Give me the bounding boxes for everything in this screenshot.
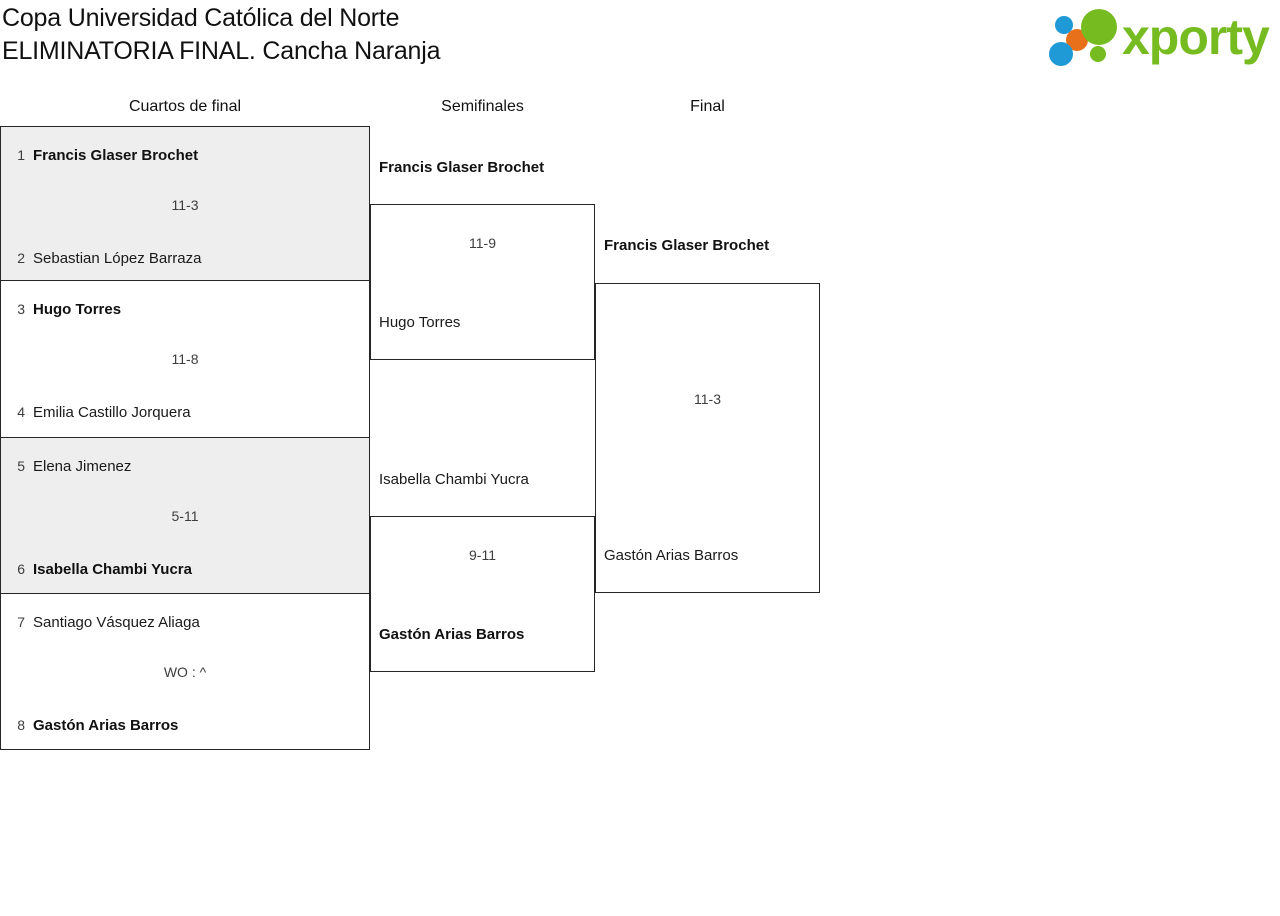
player-name-top: Francis Glaser Brochet	[604, 237, 770, 254]
player-name: Francis Glaser Brochet	[33, 147, 199, 164]
logo-dot-green-small	[1090, 46, 1106, 62]
bracket-slot-bottom[interactable]: 4 Emilia Castillo Jorquera	[1, 402, 369, 422]
bracket-slot-top[interactable]: 5 Elena Jimenez	[1, 456, 369, 476]
seed-number: 7	[17, 614, 25, 630]
page-header: Copa Universidad Católica del Norte ELIM…	[0, 0, 1280, 80]
player-name-top: Francis Glaser Brochet	[379, 159, 545, 176]
match-semifinal-1[interactable]: Francis Glaser Brochet 11-9 Hugo Torres	[370, 159, 595, 360]
player-name: Gastón Arias Barros	[33, 717, 179, 734]
player-name: Sebastian López Barraza	[33, 250, 202, 267]
match-final[interactable]: Francis Glaser Brochet 11-3 Gastón Arias…	[595, 237, 820, 593]
tournament-name: Copa Universidad Católica del Norte	[2, 4, 400, 32]
bracket-slot-bottom[interactable]: 2 Sebastian López Barraza	[1, 248, 369, 268]
round-header-final: Final	[690, 98, 725, 115]
seed-number: 3	[17, 301, 25, 317]
match-score: 11-9	[469, 235, 496, 251]
match-quarterfinal-2[interactable]: 3 Hugo Torres 11-8 4 Emilia Castillo Jorqu…	[0, 281, 370, 438]
player-name: Isabella Chambi Yucra	[33, 561, 192, 578]
logo-dot-orange	[1066, 29, 1088, 51]
logo-wordmark: xporty	[1122, 9, 1270, 65]
logo-dot-green-large	[1081, 9, 1117, 45]
bracket-slot-bottom[interactable]: 8 Gastón Arias Barros	[1, 715, 369, 735]
match-score: 11-3	[171, 197, 199, 213]
bracket-slot-top[interactable]: 1 Francis Glaser Brochet	[1, 145, 369, 165]
match-quarterfinal-1[interactable]: 1 Francis Glaser Brochet 11-3 2 Sebastian …	[0, 126, 370, 281]
player-name-bottom: Gastón Arias Barros	[379, 626, 525, 643]
page-title: Copa Universidad Católica del Norte ELIM…	[2, 2, 440, 68]
player-name: Elena Jimenez	[33, 458, 132, 475]
player-name: Hugo Torres	[33, 301, 122, 318]
match-score: 11-8	[171, 351, 199, 367]
seed-number: 8	[17, 717, 25, 733]
seed-number: 6	[17, 561, 25, 577]
bracket-slot-top[interactable]: 3 Hugo Torres	[1, 299, 369, 319]
match-quarterfinal-4[interactable]: 7 Santiago Vásquez Aliaga WO : ^ 8 Gastón …	[0, 594, 370, 750]
round-header-semifinals: Semifinales	[441, 98, 524, 115]
round-header-quarterfinals: Cuartos de final	[128, 98, 242, 115]
player-name: Santiago Vásquez Aliaga	[33, 614, 200, 631]
xporty-logo[interactable]: xporty	[1046, 6, 1274, 68]
logo-dot-blue-bottom	[1049, 42, 1073, 66]
match-quarterfinal-3[interactable]: 5 Elena Jimenez 5-11 6 Isabella Chambi Yuc…	[0, 438, 370, 594]
seed-number: 2	[17, 250, 25, 266]
seed-number: 4	[17, 404, 25, 420]
match-semifinal-2[interactable]: Isabella Chambi Yucra 9-11 Gastón Arias …	[370, 471, 595, 672]
match-score: WO : ^	[163, 664, 207, 680]
match-score: 9-11	[469, 547, 496, 563]
seed-number: 1	[17, 147, 25, 163]
tournament-stage: ELIMINATORIA FINAL. Cancha Naranja	[2, 37, 441, 65]
seed-number: 5	[17, 458, 25, 474]
player-name-bottom: Gastón Arias Barros	[604, 547, 739, 564]
player-name-bottom: Hugo Torres	[379, 314, 461, 331]
player-name-top: Isabella Chambi Yucra	[379, 471, 529, 488]
bracket-slot-top[interactable]: 7 Santiago Vásquez Aliaga	[1, 612, 369, 632]
player-name: Emilia Castillo Jorquera	[33, 404, 191, 421]
logo-dot-blue-top	[1055, 16, 1073, 34]
match-score: 5-11	[171, 508, 199, 524]
match-score: 11-3	[694, 391, 721, 407]
bracket-slot-bottom[interactable]: 6 Isabella Chambi Yucra	[1, 559, 369, 579]
